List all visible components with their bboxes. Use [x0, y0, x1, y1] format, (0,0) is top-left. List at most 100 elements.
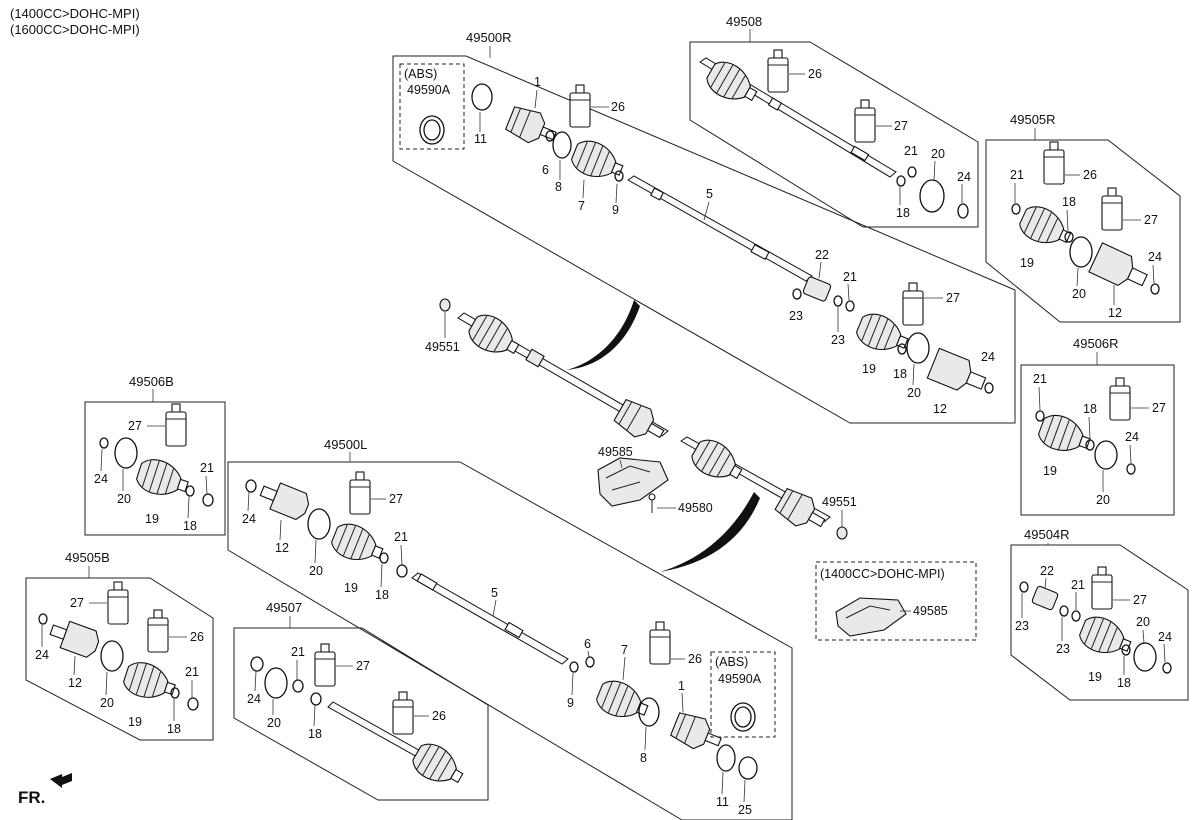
part-number-21: 21 [1010, 168, 1024, 182]
group-label-49500R: 49500R [466, 30, 512, 45]
part-number-21: 21 [185, 665, 199, 679]
part-number-27: 27 [389, 492, 403, 506]
part-number-12: 12 [275, 541, 289, 555]
part-number-20: 20 [931, 147, 945, 161]
tone-ring-icon [419, 115, 445, 145]
band-ring-icon [264, 667, 288, 699]
band-ring-icon [100, 640, 124, 672]
damper-icon [1031, 585, 1059, 611]
part-number-23: 23 [1056, 642, 1070, 656]
part-number-23: 23 [789, 309, 803, 323]
grease-bottle-icon [902, 282, 924, 326]
band-ring-icon [1094, 440, 1118, 470]
part-number-6: 6 [584, 637, 591, 651]
part-number-18: 18 [1117, 676, 1131, 690]
part-number-26: 26 [688, 652, 702, 666]
part-number-9: 9 [612, 203, 619, 217]
part-number-7: 7 [578, 199, 585, 213]
inner-joint-icon [49, 620, 100, 658]
seal-ring-icon [738, 756, 758, 780]
part-number-24: 24 [35, 648, 49, 662]
part-number-12: 12 [68, 676, 82, 690]
part-number-20: 20 [117, 492, 131, 506]
part-number-8: 8 [640, 751, 647, 765]
part-number-20: 20 [1072, 287, 1086, 301]
callout-band [660, 492, 760, 572]
half-shaft-icon [699, 55, 897, 178]
group-label-49508: 49508 [726, 14, 762, 29]
lock-nut-icon [439, 298, 451, 312]
engine-variant-tag: (1400CC>DOHC-MPI) [820, 567, 945, 581]
part-number-11: 11 [474, 132, 487, 146]
part-number-20: 20 [267, 716, 281, 730]
part-number-22: 22 [1040, 564, 1054, 578]
drive-shaft-icon [411, 572, 569, 665]
part-number-24: 24 [1125, 430, 1139, 444]
part-number-24: 24 [981, 350, 995, 364]
front-arrow-icon [50, 773, 72, 788]
part-number-20: 20 [1136, 615, 1150, 629]
part-number-12: 12 [1108, 306, 1122, 320]
part-number-19: 19 [145, 512, 159, 526]
part-number-20: 20 [1096, 493, 1110, 507]
part-number-27: 27 [1152, 401, 1166, 415]
part-number-21: 21 [904, 144, 918, 158]
grease-bottle-icon [569, 84, 591, 128]
group-label-49505B: 49505B [65, 550, 110, 565]
part-number-25: 25 [738, 803, 752, 817]
assembly-outline-49508 [689, 41, 979, 228]
outer-joint-icon [503, 102, 562, 152]
part-number-27: 27 [128, 419, 142, 433]
part-number-27: 27 [1133, 593, 1147, 607]
band-ring-icon [114, 437, 138, 469]
inner-joint-icon [259, 482, 310, 521]
part-number-24: 24 [94, 472, 108, 486]
group-label-49505R: 49505R [1010, 112, 1056, 127]
spec-line-1: (1400CC>DOHC-MPI) [10, 6, 140, 21]
part-number-26: 26 [611, 100, 625, 114]
part-number-19: 19 [1043, 464, 1057, 478]
part-number-27: 27 [1144, 213, 1158, 227]
assembly-outline-49500R [392, 55, 1016, 424]
part-number-19: 19 [1088, 670, 1102, 684]
part-number-21: 21 [1071, 578, 1085, 592]
group-label-49500L: 49500L [324, 437, 367, 452]
inner-joint-icon [926, 347, 987, 391]
part-number-18: 18 [308, 727, 322, 741]
boot-icon [133, 454, 193, 504]
part-number-49585: 49585 [598, 445, 633, 459]
outer-joint-icon [668, 708, 727, 758]
abs-box-right [399, 63, 465, 150]
group-label-49506R: 49506R [1073, 336, 1119, 351]
assembly-outline-49506R [1020, 364, 1175, 516]
grease-bottle-icon [649, 621, 671, 665]
part-number-24: 24 [242, 512, 256, 526]
abs-ring-label: 49590A [407, 83, 451, 97]
part-number-1: 1 [678, 679, 685, 693]
part-number-27: 27 [894, 119, 908, 133]
grease-bottle-icon [1109, 377, 1131, 421]
inner-joint-icon [1088, 242, 1148, 287]
engine-variant-box [815, 561, 977, 641]
part-number-7: 7 [621, 643, 628, 657]
part-number-12: 12 [933, 402, 947, 416]
part-number-27: 27 [946, 291, 960, 305]
part-number-23: 23 [1015, 619, 1029, 633]
group-label-49507: 49507 [266, 600, 302, 615]
grease-bottle-icon [854, 99, 876, 143]
grease-bottle-icon [767, 49, 789, 93]
part-number-26: 26 [1083, 168, 1097, 182]
part-number-24: 24 [957, 170, 971, 184]
part-number-18: 18 [893, 367, 907, 381]
grease-bottle-icon [1091, 566, 1113, 610]
part-number-18: 18 [183, 519, 197, 533]
part-number-27: 27 [70, 596, 84, 610]
part-number-26: 26 [190, 630, 204, 644]
part-number-9: 9 [567, 696, 574, 710]
front-direction-label: FR. [18, 788, 45, 807]
part-number-21: 21 [200, 461, 214, 475]
seal-ring-icon [716, 744, 736, 772]
part-number-24: 24 [1148, 250, 1162, 264]
grease-bottle-icon [349, 471, 371, 515]
